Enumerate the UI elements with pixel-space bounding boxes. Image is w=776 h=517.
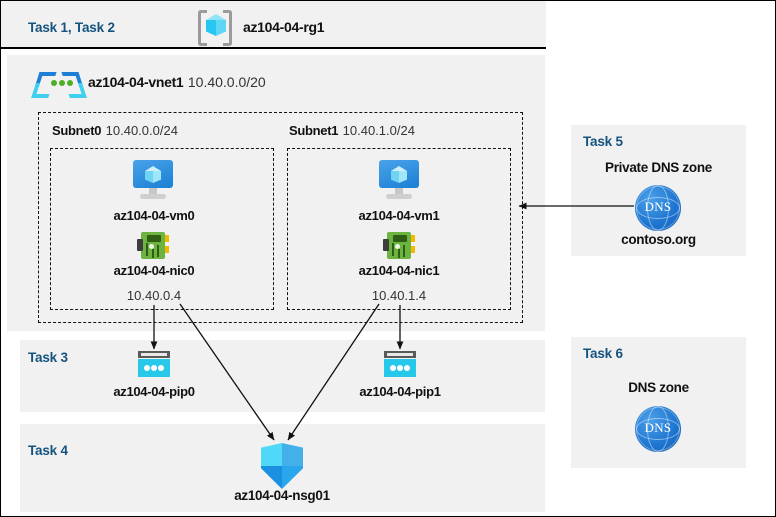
subnet1-cidr: 10.40.1.0/24	[342, 123, 415, 138]
public-ip-icon	[138, 351, 170, 377]
dns-icon-text: DNS	[644, 199, 672, 214]
task-label-6: Task 6	[583, 346, 623, 361]
virtual-network-name: az104-04-vnet1	[88, 74, 184, 90]
pip0-name: az104-04-pip0	[113, 384, 195, 399]
dns-zone-heading: DNS zone	[628, 380, 689, 395]
subnet0-container	[50, 148, 274, 310]
vm0-name: az104-04-vm0	[113, 208, 195, 223]
virtual-network-cidr: 10.40.0.0/20	[187, 74, 266, 90]
task-label-4: Task 4	[28, 443, 68, 458]
nsg-name: az104-04-nsg01	[234, 488, 330, 503]
nic1-ip: 10.40.1.4	[371, 288, 427, 303]
subnets-group	[38, 112, 523, 323]
task-label-3: Task 3	[28, 350, 68, 365]
virtual-network-label: az104-04-vnet1 10.40.0.0/20	[88, 74, 266, 92]
subnet1-label: Subnet1 10.40.1.0/24	[289, 122, 415, 140]
virtual-network-container	[7, 55, 545, 331]
private-dns-zone-heading: Private DNS zone	[605, 160, 712, 175]
subnet0-name: Subnet0	[52, 123, 102, 138]
network-interface-icon	[383, 231, 415, 261]
pip1-name: az104-04-pip1	[359, 384, 441, 399]
private-dns-zone-name: contoso.org	[621, 232, 696, 247]
resource-group-header	[1, 1, 546, 47]
resource-group-icon	[198, 8, 232, 46]
task-label-5: Task 5	[583, 134, 623, 149]
virtual-machine-icon	[376, 160, 422, 202]
subnet0-cidr: 10.40.0.0/24	[105, 123, 178, 138]
network-security-group-icon	[261, 443, 303, 489]
vm1-name: az104-04-vm1	[358, 208, 440, 223]
resource-group-divider	[1, 47, 546, 49]
dns-zone-icon: DNS	[635, 185, 681, 231]
nic0-name: az104-04-nic0	[113, 263, 195, 278]
nic1-name: az104-04-nic1	[358, 263, 440, 278]
subnet1-name: Subnet1	[289, 123, 339, 138]
resource-group-name: az104-04-rg1	[243, 19, 325, 35]
subnet1-container	[287, 148, 511, 310]
public-ip-icon	[384, 351, 416, 377]
task3-panel	[20, 340, 545, 412]
virtual-network-icon	[31, 70, 87, 98]
dns-zone-icon: DNS	[635, 406, 681, 452]
subnet0-label: Subnet0 10.40.0.0/24	[52, 122, 178, 140]
nic0-ip: 10.40.0.4	[126, 288, 182, 303]
task-label-1-2: Task 1, Task 2	[28, 20, 115, 35]
dns-icon-text: DNS	[644, 420, 672, 435]
virtual-machine-icon	[130, 160, 176, 202]
network-interface-icon	[137, 231, 169, 261]
